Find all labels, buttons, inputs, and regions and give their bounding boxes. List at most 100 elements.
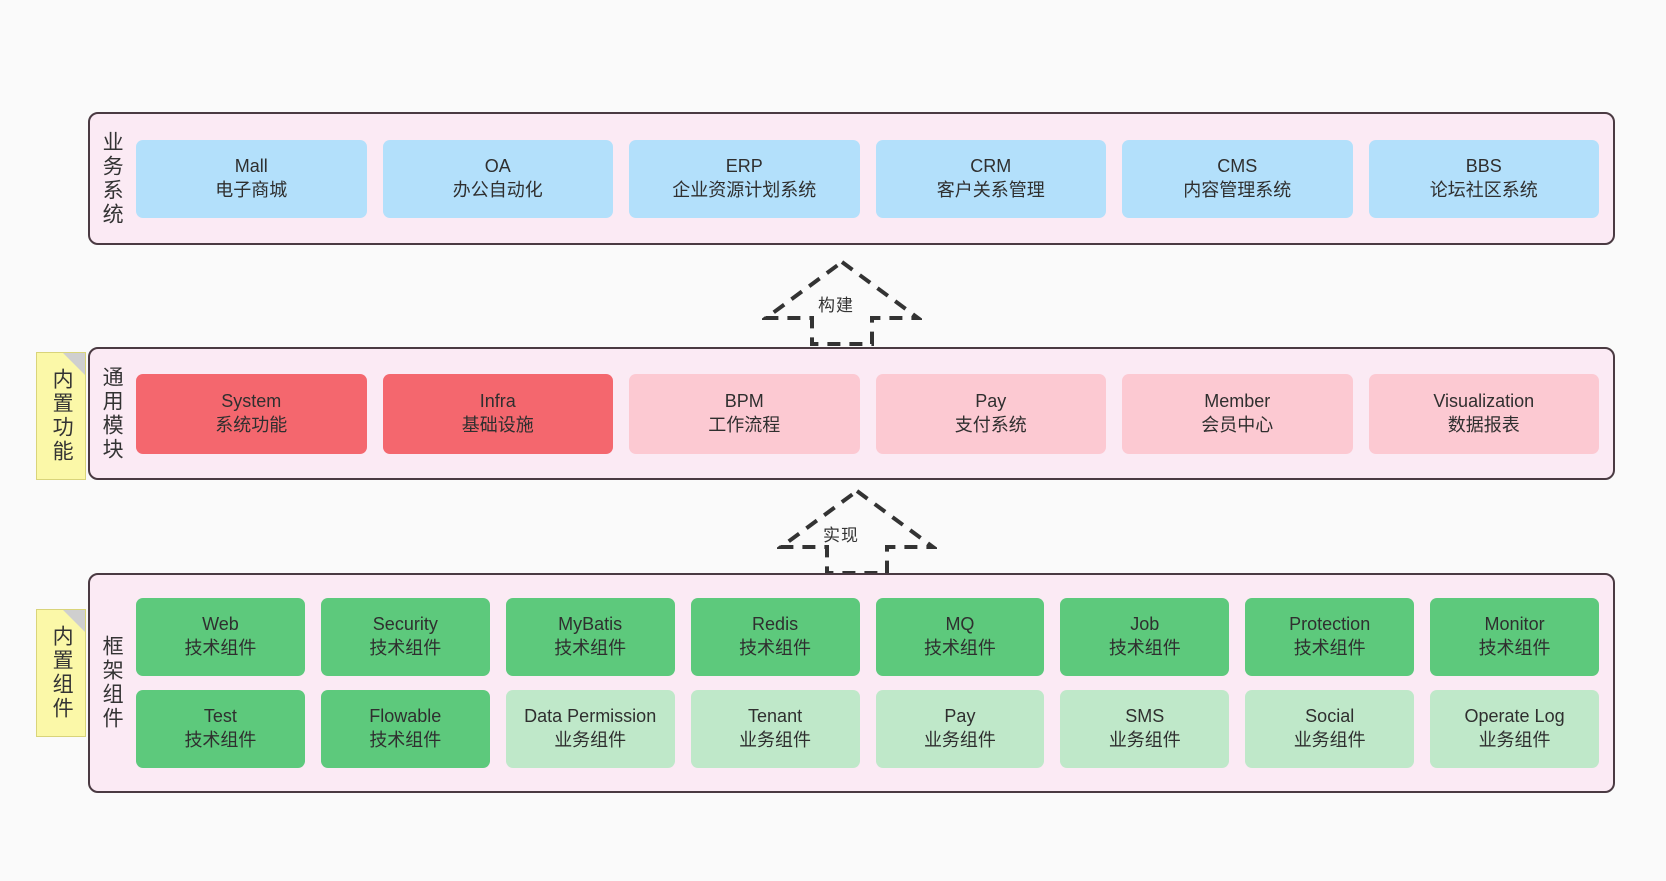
card-title: SMS bbox=[1125, 706, 1165, 727]
card-title: CMS bbox=[1217, 155, 1258, 176]
card-title: Monitor bbox=[1484, 614, 1545, 635]
card-infra[interactable]: Infra 基础设施 bbox=[382, 373, 613, 454]
card-member[interactable]: Member 会员中心 bbox=[1122, 373, 1353, 454]
card-title: Pay bbox=[975, 390, 1007, 411]
card-subtitle: 数据报表 bbox=[1447, 414, 1520, 435]
card-operate-log[interactable]: Operate Log 业务组件 bbox=[1430, 690, 1599, 768]
card-mybatis[interactable]: MyBatis 技术组件 bbox=[505, 598, 675, 676]
card-title: CRM bbox=[970, 155, 1012, 176]
card-title: ERP bbox=[725, 155, 763, 176]
card-subtitle: 技术组件 bbox=[739, 638, 812, 658]
card-title: Member bbox=[1204, 390, 1271, 411]
card-title: Social bbox=[1305, 706, 1355, 727]
card-title: Test bbox=[203, 706, 237, 727]
card-subtitle: 业务组件 bbox=[1108, 730, 1181, 750]
card-visualization[interactable]: Visualization 数据报表 bbox=[1368, 373, 1599, 454]
layer-title-common-modules: 通用模块 bbox=[100, 365, 124, 462]
connector-build-label: 构建 bbox=[818, 296, 854, 315]
card-protection[interactable]: Protection 技术组件 bbox=[1245, 598, 1415, 676]
card-title: BBS bbox=[1465, 155, 1502, 176]
card-row: Mall 电子商城 OA 办公自动化 ERP 企业资源计划系统 CRM 客户关系… bbox=[136, 139, 1599, 218]
note-builtin-functions: 内置功能 bbox=[36, 352, 86, 480]
card-title: Web bbox=[202, 614, 239, 635]
card-redis[interactable]: Redis 技术组件 bbox=[690, 598, 860, 676]
card-title: System bbox=[221, 390, 282, 411]
connector-implement-label: 实现 bbox=[823, 526, 859, 545]
card-subtitle: 办公自动化 bbox=[452, 179, 543, 200]
layer-framework-components: 框架组件 Web 技术组件 Security 技术组件 MyBatis 技术组件… bbox=[88, 573, 1615, 793]
card-title: Redis bbox=[752, 614, 799, 635]
card-subtitle: 电子商城 bbox=[215, 179, 288, 200]
card-subtitle: 系统功能 bbox=[215, 414, 288, 435]
layer-title-framework-components: 框架组件 bbox=[100, 635, 124, 731]
card-title: MyBatis bbox=[558, 614, 623, 635]
card-subtitle: 业务组件 bbox=[554, 730, 627, 750]
card-cms[interactable]: CMS 内容管理系统 bbox=[1122, 139, 1353, 218]
card-subtitle: 技术组件 bbox=[369, 638, 442, 658]
card-job[interactable]: Job 技术组件 bbox=[1060, 598, 1230, 676]
card-subtitle: 论坛社区系统 bbox=[1429, 179, 1538, 200]
card-test[interactable]: Test 技术组件 bbox=[136, 690, 305, 768]
card-subtitle: 工作流程 bbox=[708, 414, 781, 435]
card-bpm[interactable]: BPM 工作流程 bbox=[629, 373, 860, 454]
connector-build-arrow bbox=[762, 258, 922, 348]
card-title: Job bbox=[1130, 614, 1160, 635]
note-label: 内置功能 bbox=[50, 368, 74, 464]
card-row: Web 技术组件 Security 技术组件 MyBatis 技术组件 Redi… bbox=[136, 598, 1599, 676]
card-subtitle: 会员中心 bbox=[1201, 414, 1274, 435]
card-title: OA bbox=[484, 155, 511, 176]
card-subtitle: 技术组件 bbox=[554, 638, 627, 658]
card-title: Protection bbox=[1289, 614, 1371, 635]
layer-body-business-systems: Mall 电子商城 OA 办公自动化 ERP 企业资源计划系统 CRM 客户关系… bbox=[132, 114, 1613, 243]
card-row: Test 技术组件 Flowable 技术组件 Data Permission … bbox=[136, 690, 1599, 768]
card-subtitle: 技术组件 bbox=[1293, 638, 1366, 658]
card-subtitle: 业务组件 bbox=[1478, 730, 1551, 750]
card-title: Tenant bbox=[748, 706, 803, 727]
card-social[interactable]: Social 业务组件 bbox=[1245, 690, 1415, 768]
card-subtitle: 业务组件 bbox=[923, 730, 996, 750]
card-system[interactable]: System 系统功能 bbox=[136, 373, 367, 454]
card-subtitle: 业务组件 bbox=[1293, 730, 1366, 750]
card-subtitle: 技术组件 bbox=[184, 730, 257, 750]
card-title: Infra bbox=[479, 390, 516, 411]
card-subtitle: 技术组件 bbox=[1108, 638, 1181, 658]
card-subtitle: 支付系统 bbox=[954, 414, 1027, 435]
card-flowable[interactable]: Flowable 技术组件 bbox=[320, 690, 490, 768]
card-subtitle: 技术组件 bbox=[369, 730, 442, 750]
card-security[interactable]: Security 技术组件 bbox=[320, 598, 490, 676]
card-title: Visualization bbox=[1433, 390, 1535, 411]
card-title: Mall bbox=[234, 155, 268, 176]
card-oa[interactable]: OA 办公自动化 bbox=[382, 139, 613, 218]
card-web[interactable]: Web 技术组件 bbox=[136, 598, 305, 676]
card-data-permission[interactable]: Data Permission 业务组件 bbox=[505, 690, 675, 768]
card-mq[interactable]: MQ 技术组件 bbox=[875, 598, 1045, 676]
card-subtitle: 内容管理系统 bbox=[1183, 179, 1292, 200]
card-title: Flowable bbox=[369, 706, 442, 727]
note-label: 内置组件 bbox=[50, 625, 74, 721]
layer-common-modules: 通用模块 System 系统功能 Infra 基础设施 BPM 工作流程 Pay… bbox=[88, 347, 1615, 480]
card-title: Security bbox=[372, 614, 438, 635]
card-subtitle: 技术组件 bbox=[1478, 638, 1551, 658]
card-pay[interactable]: Pay 支付系统 bbox=[875, 373, 1106, 454]
layer-body-framework-components: Web 技术组件 Security 技术组件 MyBatis 技术组件 Redi… bbox=[132, 575, 1613, 791]
layer-business-systems: 业务系统 Mall 电子商城 OA 办公自动化 ERP 企业资源计划系统 CRM… bbox=[88, 112, 1615, 245]
card-monitor[interactable]: Monitor 技术组件 bbox=[1430, 598, 1599, 676]
card-subtitle: 客户关系管理 bbox=[936, 179, 1045, 200]
card-erp[interactable]: ERP 企业资源计划系统 bbox=[629, 139, 860, 218]
card-subtitle: 技术组件 bbox=[184, 638, 257, 658]
card-tenant[interactable]: Tenant 业务组件 bbox=[690, 690, 860, 768]
card-title: Data Permission bbox=[524, 706, 657, 727]
card-sms[interactable]: SMS 业务组件 bbox=[1060, 690, 1230, 768]
card-mall[interactable]: Mall 电子商城 bbox=[136, 139, 367, 218]
card-subtitle: 技术组件 bbox=[923, 638, 996, 658]
card-title: Operate Log bbox=[1464, 706, 1565, 727]
note-builtin-components: 内置组件 bbox=[36, 609, 86, 737]
card-row: System 系统功能 Infra 基础设施 BPM 工作流程 Pay 支付系统… bbox=[136, 373, 1599, 454]
connector-implement-arrow bbox=[777, 487, 937, 577]
layer-body-common-modules: System 系统功能 Infra 基础设施 BPM 工作流程 Pay 支付系统… bbox=[132, 349, 1613, 478]
card-pay-business[interactable]: Pay 业务组件 bbox=[875, 690, 1045, 768]
card-bbs[interactable]: BBS 论坛社区系统 bbox=[1368, 139, 1599, 218]
card-crm[interactable]: CRM 客户关系管理 bbox=[875, 139, 1106, 218]
note-fold-corner-icon bbox=[63, 610, 85, 632]
